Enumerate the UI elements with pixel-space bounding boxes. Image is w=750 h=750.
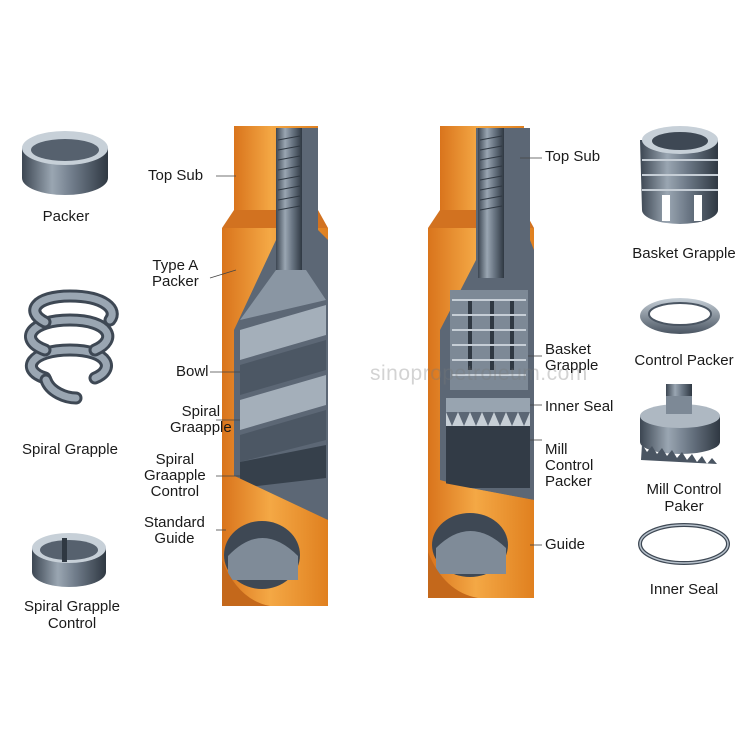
basket-grapple-part (640, 126, 718, 224)
left-spiral-3 (240, 375, 326, 430)
left-label-spiral-grapple-control: Spiral Graapple Control (144, 452, 206, 500)
left-overshot-assembly (209, 126, 328, 606)
left-spiral-4 (240, 410, 326, 462)
right-label-basket-grapple: Basket Grapple (545, 342, 598, 374)
left-guide-inner (228, 538, 298, 580)
left-label-spiral-line2: Graapple (170, 419, 232, 436)
caption-mcp-line2: Paker (664, 498, 704, 515)
left-label-spiral-line1: Spiral (181, 403, 221, 420)
right-label-mcp-line1: Mill (545, 441, 568, 458)
left-packer-cone (240, 270, 326, 320)
spiral-grapple-control-part (32, 533, 106, 587)
caption-packer: Packer (42, 208, 90, 225)
right-mill-control-body (446, 426, 530, 488)
packer-part (22, 131, 108, 195)
left-label-type-a-line2: Packer (152, 273, 199, 290)
right-thread-lines (479, 135, 503, 211)
spiral-grapple-part (24, 289, 119, 405)
left-label-bowl: Bowl (176, 363, 209, 380)
left-guide-edge (222, 560, 270, 606)
caption-control-packer: Control Packer (634, 352, 734, 369)
left-label-sg-line2: Guide (154, 530, 195, 547)
watermark-text: sinopropetroleum.com (370, 362, 588, 385)
right-guide-inner (436, 531, 506, 574)
caption-mcp-line1: Mill Control (646, 481, 722, 498)
right-mill-teeth (446, 412, 530, 426)
left-label-top-sub: Top Sub (148, 167, 204, 184)
left-thread-lines (277, 135, 301, 211)
right-mandrel (478, 128, 504, 278)
right-label-inner-seal: Inner Seal (545, 398, 614, 415)
left-leader-lines (209, 175, 240, 531)
left-spiral-2 (240, 340, 326, 395)
left-grapple-control (240, 445, 326, 488)
caption-spiral-grapple: Spiral Grapple (22, 441, 118, 458)
left-mandrel (276, 128, 302, 278)
left-label-sgc-line1: Spiral (155, 451, 195, 468)
inner-seal-part (638, 523, 730, 565)
caption-spiral-grapple-control: Spiral Grapple Control (24, 598, 120, 632)
left-label-sg-line1: Standard (144, 514, 205, 531)
right-label-top-sub: Top Sub (545, 148, 601, 165)
left-spiral-1 (240, 305, 326, 360)
left-label-standard-guide: Standard Guide (144, 515, 205, 547)
left-label-type-a-packer: Type A Packer (152, 258, 199, 290)
right-label-bg-line1: Basket (545, 341, 591, 358)
caption-sgc-line1: Spiral Grapple (24, 598, 120, 615)
caption-sgc-line2: Control (47, 615, 97, 632)
right-label-mcp-line3: Packer (545, 473, 592, 490)
right-basket-slots (468, 300, 514, 370)
control-packer-part (640, 298, 720, 334)
right-overshot-assembly (428, 126, 542, 598)
mill-control-packer-part (640, 384, 720, 464)
right-label-mcp-line2: Control (545, 457, 594, 474)
right-label-bg-line2: Grapple (545, 357, 599, 374)
right-leader-lines (520, 157, 542, 546)
caption-mill-control-paker: Mill Control Paker (646, 481, 721, 515)
caption-basket-grapple: Basket Grapple (632, 245, 736, 262)
right-guide-edge (428, 552, 478, 598)
right-label-mill-control-packer: Mill Control Packer (545, 442, 593, 490)
right-label-guide: Guide (545, 536, 586, 553)
left-label-sgc-line2: Graapple (144, 467, 206, 484)
caption-inner-seal: Inner Seal (649, 581, 719, 598)
left-label-spiral-grapple: Spiral Graapple (170, 404, 232, 436)
right-basket-ridges (452, 299, 526, 376)
right-basket-grapple (450, 290, 528, 390)
left-label-type-a-line1: Type A (152, 257, 199, 274)
left-label-sgc-line3: Control (150, 483, 200, 500)
right-inner-seal-part (446, 398, 530, 412)
